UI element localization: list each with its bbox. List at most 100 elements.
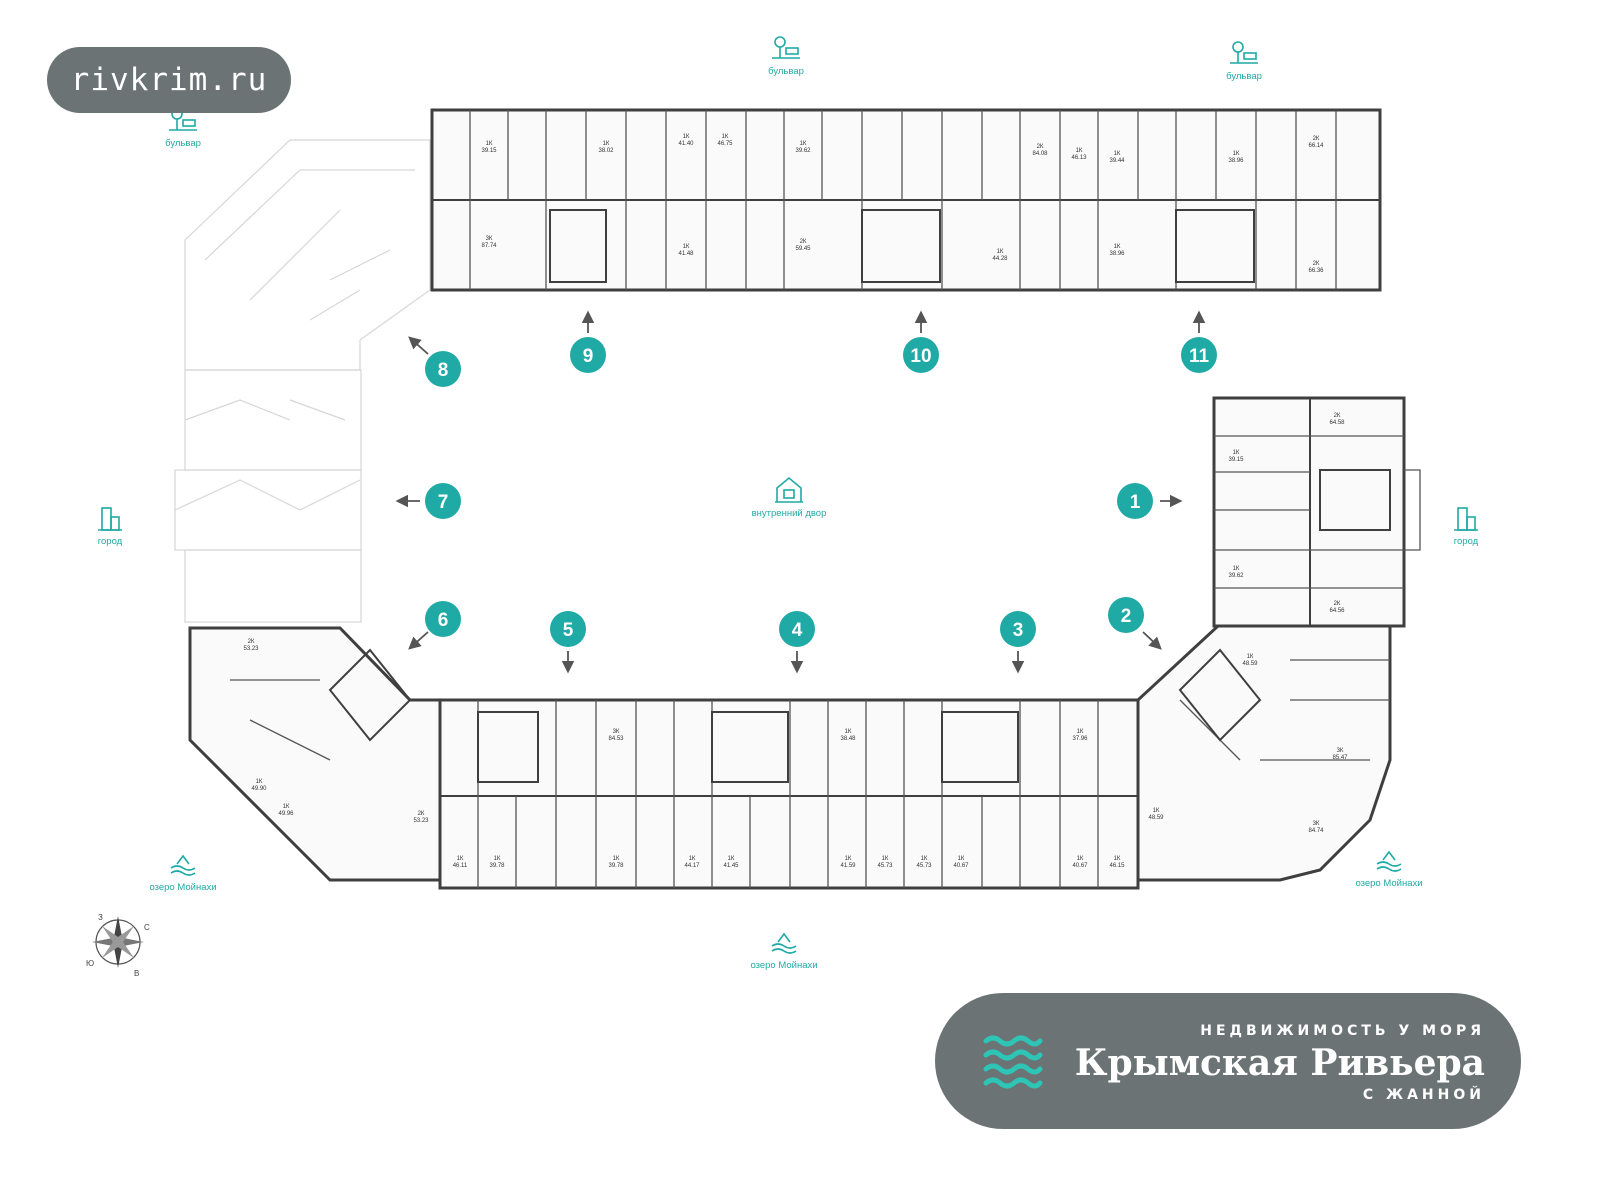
city-building-icon — [1454, 507, 1478, 531]
section-marker-6[interactable]: 6 — [408, 601, 461, 650]
section-number: 1 — [1130, 492, 1141, 513]
section-marker-8[interactable]: 8 — [408, 336, 461, 387]
marker-lake-right: озеро Мойнахи — [1355, 850, 1423, 889]
section-marker-3[interactable]: 3 — [1000, 611, 1036, 674]
section-badge — [1000, 611, 1036, 647]
section-badge — [550, 611, 586, 647]
section-number: 4 — [792, 620, 803, 641]
marker-boulevard-right: бульвар — [1226, 41, 1262, 82]
section-badge — [425, 483, 461, 519]
lake-icon — [170, 854, 196, 876]
section-badge — [1117, 483, 1153, 519]
section-number: 8 — [438, 360, 449, 381]
marker-courtyard: внутренний двор — [752, 476, 827, 519]
section-marker-7[interactable]: 7 — [395, 483, 461, 519]
section-number: 11 — [1189, 346, 1210, 367]
compass-label-south: Ю — [86, 959, 94, 968]
marker-city-left: город — [98, 507, 123, 547]
marker-label: город — [98, 536, 123, 547]
section-number: 9 — [583, 346, 594, 367]
section-marker-10[interactable]: 10 — [903, 310, 939, 373]
section-number: 10 — [910, 346, 931, 367]
lake-icon — [771, 932, 797, 954]
marker-lake-mid: озеро Мойнахи — [750, 932, 818, 971]
section-number: 2 — [1121, 606, 1132, 627]
playground-icon — [775, 476, 803, 503]
lake-icon — [1376, 850, 1402, 872]
section-number: 3 — [1013, 620, 1024, 641]
marker-label: внутренний двор — [752, 508, 827, 519]
section-marker-5[interactable]: 5 — [550, 611, 586, 674]
section-badge — [779, 611, 815, 647]
brand-tagline: НЕДВИЖИМОСТЬ У МОРЯ — [1200, 1023, 1485, 1039]
compass-label-east: В — [134, 969, 139, 978]
section-badge — [1181, 337, 1217, 373]
park-bench-icon — [772, 36, 800, 59]
section-markers: 1 2 3 4 5 6 7 8 9 10 11 — [395, 310, 1217, 674]
compass-rose-icon: З С Ю В — [86, 913, 150, 978]
marker-boulevard-mid: бульвар — [768, 36, 804, 77]
marker-lake-left: озеро Мойнахи — [149, 854, 217, 893]
section-badge — [903, 337, 939, 373]
building-wing-top — [430, 108, 1382, 292]
section-marker-1[interactable]: 1 — [1117, 483, 1183, 519]
park-bench-icon — [1230, 41, 1258, 64]
section-number: 6 — [438, 610, 449, 631]
section-marker-9[interactable]: 9 — [570, 310, 606, 373]
section-badge — [1108, 597, 1144, 633]
brand-name: Крымская Ривьера — [1074, 1042, 1485, 1084]
marker-label: озеро Мойнахи — [750, 960, 817, 971]
brand-subline: С ЖАННОЙ — [1362, 1087, 1485, 1103]
section-marker-4[interactable]: 4 — [779, 611, 815, 674]
marker-city-right: город — [1454, 507, 1479, 547]
section-number: 5 — [563, 620, 574, 641]
section-badge — [425, 601, 461, 637]
section-marker-11[interactable]: 11 — [1181, 310, 1217, 373]
section-arrow-2-icon — [1142, 631, 1162, 650]
building-wing-bottom — [188, 624, 1392, 890]
marker-label: озеро Мойнахи — [1355, 878, 1422, 889]
section-number: 7 — [438, 492, 449, 513]
marker-label: бульвар — [1226, 71, 1262, 82]
marker-label: бульвар — [165, 138, 201, 149]
section-marker-2[interactable]: 2 — [1108, 597, 1162, 650]
compass-label-west: З — [98, 913, 103, 922]
